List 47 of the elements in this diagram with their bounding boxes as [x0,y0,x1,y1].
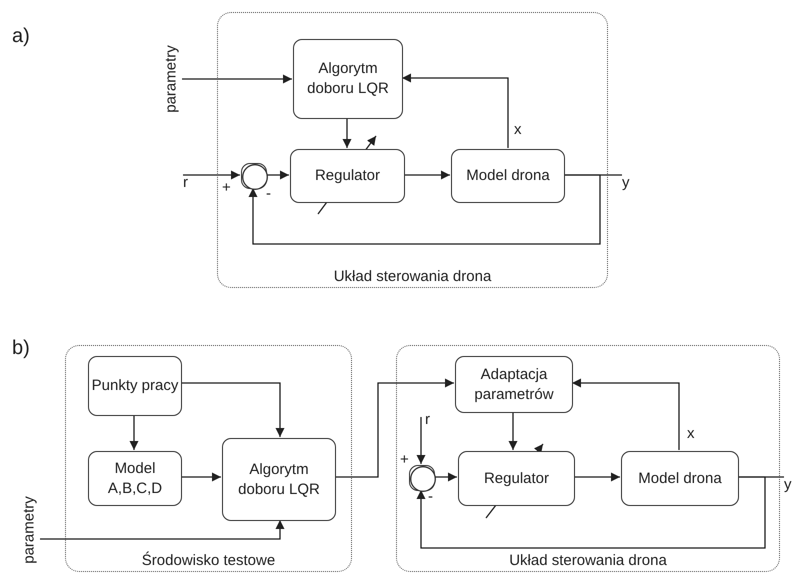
group-title: Układ sterowania drona [509,552,667,569]
group-frame [65,345,352,572]
input-label: parametry [18,488,40,572]
arrow [574,472,620,482]
panel-label: b) [12,340,30,356]
process-box: Punkty pracy [88,356,182,416]
group-title: Układ sterowania drona [334,268,492,285]
process-box: Algorytm doboru LQR [222,438,336,521]
arrow [130,415,138,450]
sign-label: - [428,489,433,505]
arrow [416,417,426,464]
arrow [572,378,680,450]
summing-junction [241,163,267,189]
arrow [416,476,766,549]
arrow [182,74,292,84]
process-box: Model A,B,C,D [88,451,182,506]
panel-label: a) [12,28,30,44]
process-box: Adaptacja parametrów [455,356,573,413]
process-box: Regulator [290,149,405,203]
arrow [508,412,518,450]
signal-label: y [784,477,796,494]
arrow [181,382,284,437]
arrow [335,378,454,478]
summing-junction [409,465,435,491]
arrow [434,472,457,482]
arrow [404,170,450,180]
process-box: Model drona [451,149,565,203]
sign-label: + [400,452,409,468]
group-frame [396,345,780,572]
process-box: Model drona [621,451,739,506]
signal-label: y [622,175,636,193]
arrow [266,170,289,180]
signal-label: r [425,412,437,429]
arrow [181,472,221,482]
group-title: Środowisko testowe [142,552,276,569]
process-box: Regulator [458,451,575,506]
sign-label: - [266,186,271,202]
group-frame [217,12,608,288]
input-label: parametry [160,38,182,120]
arrow [402,74,509,148]
sign-label: + [222,180,231,196]
signal-label: r [183,175,195,192]
process-box: Algorytm doboru LQR [293,39,403,119]
arrow [342,118,352,148]
arrow [183,170,240,180]
arrow [248,174,601,245]
arrow [40,520,284,540]
